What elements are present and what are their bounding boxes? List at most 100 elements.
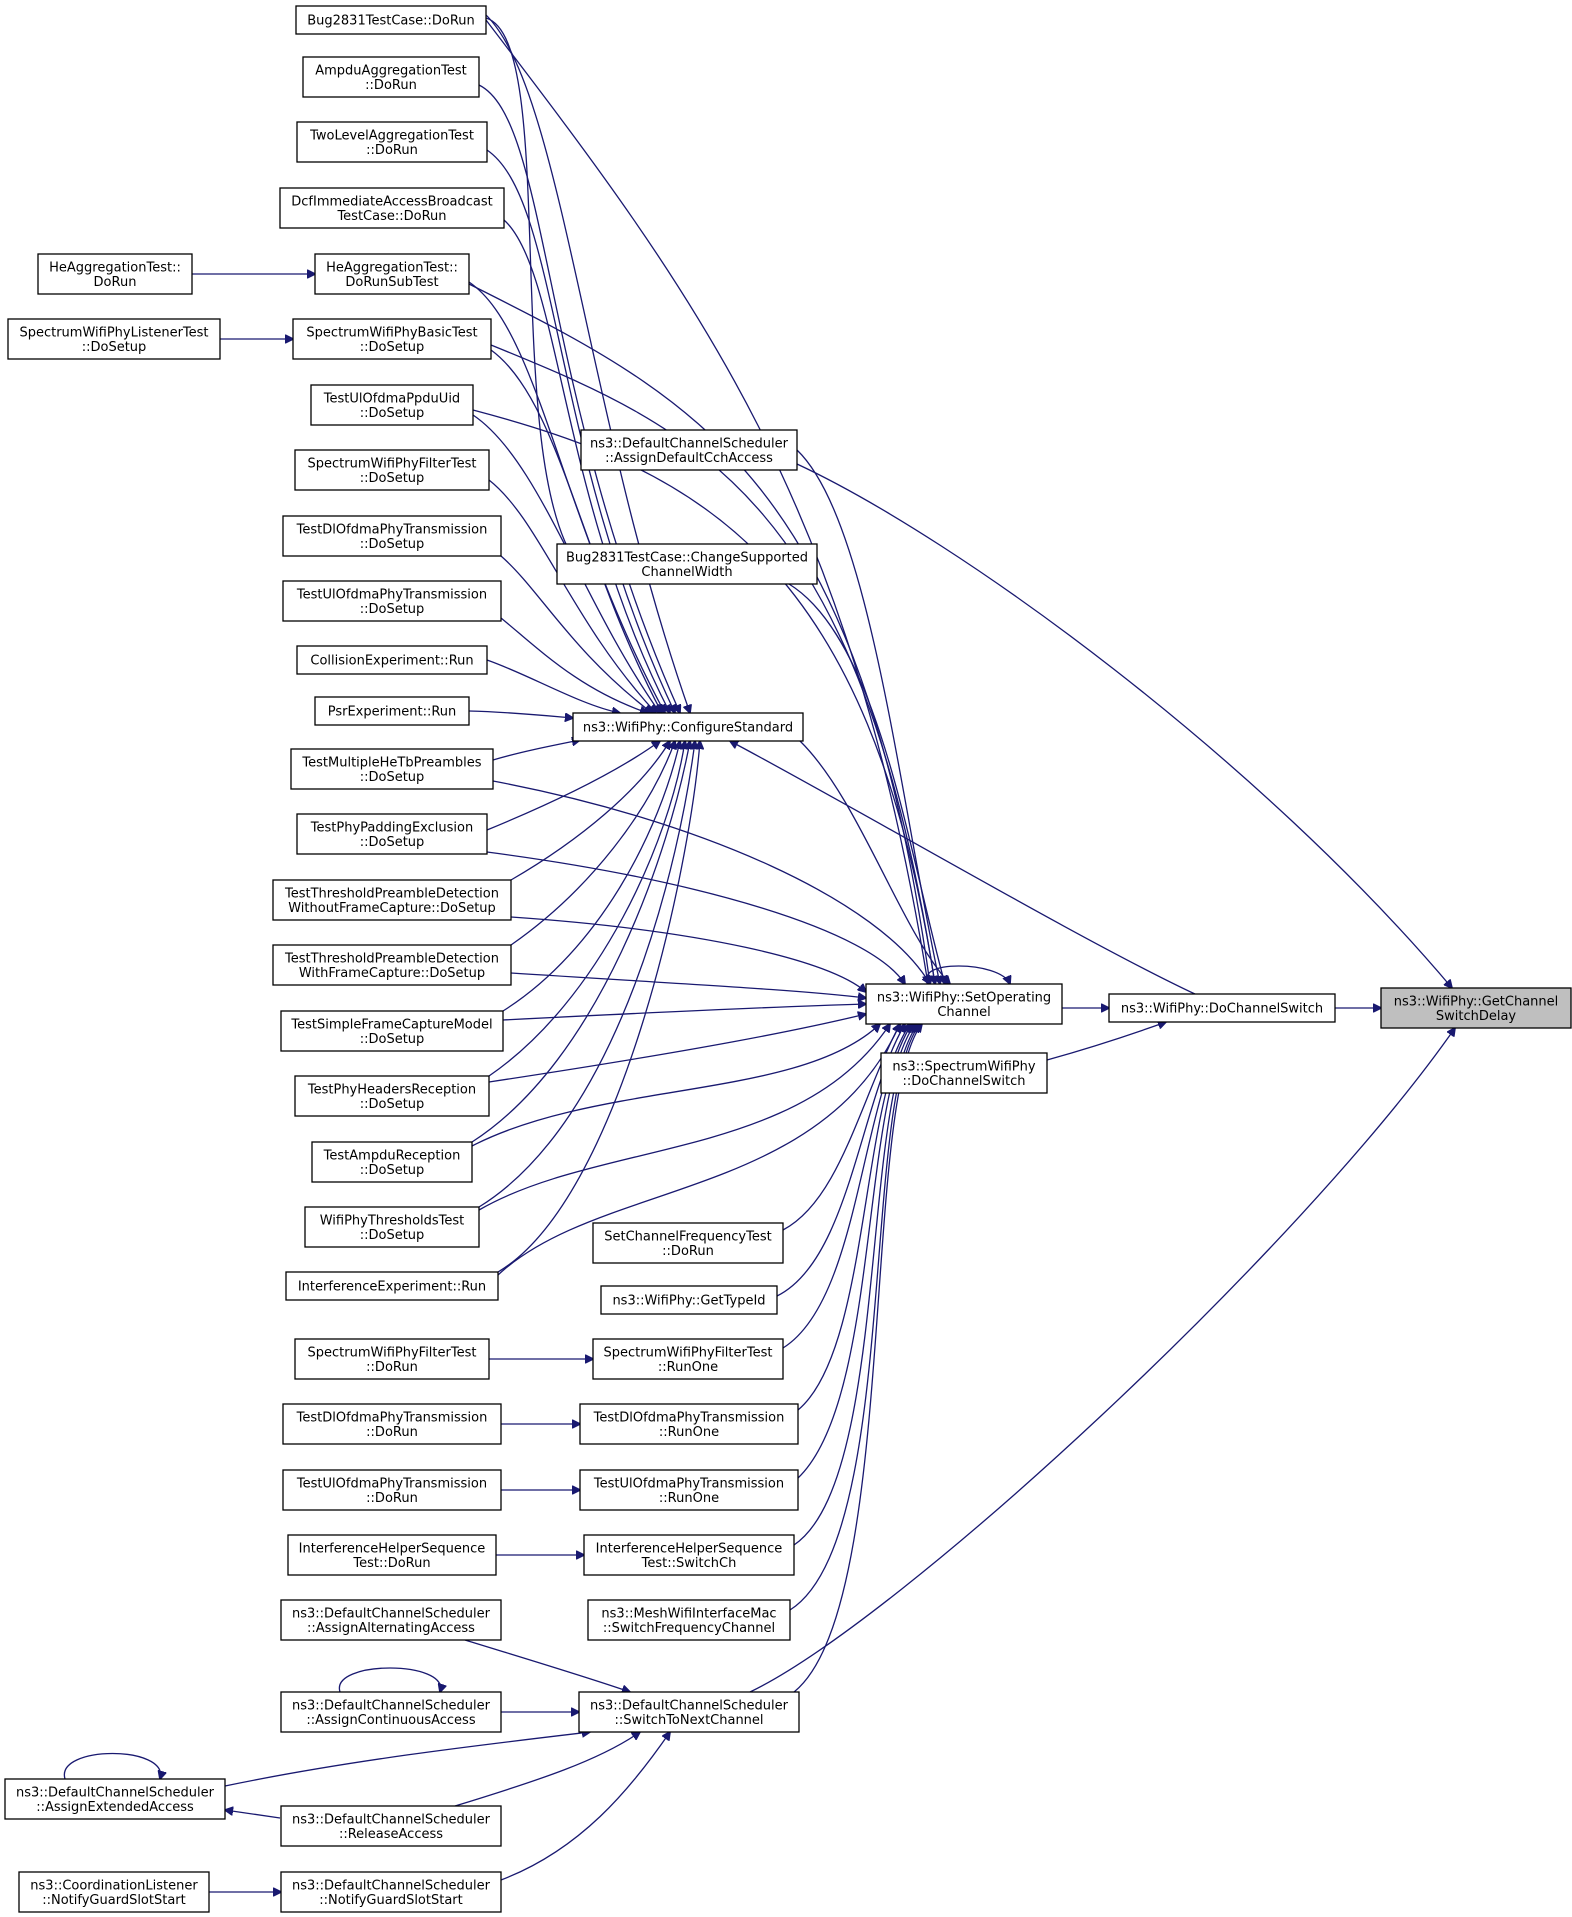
node-twoleveldorun[interactable]: TwoLevelAggregationTest::DoRun — [296, 121, 488, 163]
edge-dltransdosetup-to-configurestandard — [500, 555, 652, 713]
node-gettypeid[interactable]: ns3::WifiPhy::GetTypeId — [600, 1285, 778, 1315]
node-filterdosetup[interactable]: SpectrumWifiPhyFilterTest::DoSetup — [294, 449, 490, 491]
node-switchtonextchannel[interactable]: ns3::DefaultChannelScheduler::SwitchToNe… — [578, 1691, 800, 1733]
node-label: HeAggregationTest:: — [326, 260, 458, 275]
node-label: ::DoSetup — [82, 340, 147, 355]
node-label: ::AssignAlternatingAccess — [307, 1621, 475, 1636]
node-label: HeAggregationTest:: — [49, 260, 181, 275]
node-box — [280, 1010, 504, 1052]
node-box — [294, 449, 490, 491]
node-assigncontinuous[interactable]: ns3::DefaultChannelScheduler::AssignCont… — [280, 1691, 502, 1733]
node-psrrun[interactable]: PsrExperiment::Run — [314, 696, 470, 726]
node-dltransrunone[interactable]: TestDlOfdmaPhyTransmission::RunOne — [579, 1403, 799, 1445]
node-dochannelswitch[interactable]: ns3::WifiPhy::DoChannelSwitch — [1108, 993, 1336, 1023]
node-spectrumdochannelswitch[interactable]: ns3::SpectrumWifiPhy::DoChannelSwitch — [880, 1052, 1048, 1094]
node-label: ::SwitchFrequencyChannel — [603, 1621, 775, 1636]
node-label: ::DoSetup — [360, 537, 425, 552]
edge-configurestandard-to-setoperatingchannel — [799, 740, 950, 984]
node-multiplehetbdosetup[interactable]: TestMultipleHeTbPreambles::DoSetup — [290, 748, 494, 790]
node-filterrunone[interactable]: SpectrumWifiPhyFilterTest::RunOne — [592, 1338, 784, 1380]
node-label: ns3::MeshWifiInterfaceMac — [601, 1606, 776, 1621]
node-label: ::DoSetup — [360, 406, 425, 421]
node-box — [579, 1403, 799, 1445]
node-label: InterferenceHelperSequence — [299, 1541, 486, 1556]
node-label: ::AssignExtendedAccess — [36, 1800, 194, 1815]
node-ultransdorun[interactable]: TestUlOfdmaPhyTransmission::DoRun — [282, 1469, 502, 1511]
node-label: ::RunOne — [658, 1360, 718, 1375]
edge-simplecapturedosetup-to-setoperatingchannel — [502, 1004, 866, 1021]
node-filterdorun[interactable]: SpectrumWifiPhyFilterTest::DoRun — [294, 1338, 490, 1380]
node-label: ::NotifyGuardSlotStart — [42, 1893, 186, 1908]
node-label: ::DoRun — [366, 1491, 418, 1506]
node-thresholdstestdosetup[interactable]: WifiPhyThresholdsTest::DoSetup — [304, 1206, 480, 1248]
node-box — [556, 543, 818, 585]
node-label: TestUlOfdmaPhyTransmission — [296, 1476, 487, 1491]
node-dcfdorun[interactable]: DcfImmediateAccessBroadcastTestCase::DoR… — [279, 187, 505, 229]
node-ultransrunone[interactable]: TestUlOfdmaPhyTransmission::RunOne — [579, 1469, 799, 1511]
edge-bug2831dorun-to-setoperatingchannel — [485, 19, 928, 984]
node-assigndefaultcchaccess[interactable]: ns3::DefaultChannelScheduler::AssignDefa… — [580, 429, 798, 471]
node-paddingdosetup[interactable]: TestPhyPaddingExclusion::DoSetup — [296, 813, 488, 855]
node-collisionrun[interactable]: CollisionExperiment::Run — [296, 645, 488, 675]
edges-layer — [64, 5, 1455, 1892]
edge-spectrumbasicdosetup-to-setoperatingchannel — [490, 344, 935, 984]
node-releaseaccess[interactable]: ns3::DefaultChannelScheduler::ReleaseAcc… — [280, 1805, 502, 1847]
edge-multiplehetbdosetup-to-setoperatingchannel — [492, 780, 930, 984]
node-box — [600, 1285, 778, 1315]
node-bug2831dorun[interactable]: Bug2831TestCase::DoRun — [295, 5, 487, 35]
node-box — [7, 318, 221, 360]
edge-assigndefaultcchaccess-to-setoperatingchannel — [796, 449, 940, 984]
node-ampdudorun[interactable]: AmpduAggregationTest::DoRun — [302, 56, 480, 98]
node-headersdosetup[interactable]: TestPhyHeadersReception::DoSetup — [294, 1075, 490, 1117]
node-box — [37, 253, 193, 295]
node-box — [579, 1469, 799, 1511]
node-label: ns3::WifiPhy::GetChannel — [1394, 994, 1559, 1009]
node-box — [280, 1805, 502, 1847]
node-dltransdorun[interactable]: TestDlOfdmaPhyTransmission::DoRun — [282, 1403, 502, 1445]
node-label: ::DoChannelSwitch — [902, 1074, 1025, 1089]
node-label: ns3::WifiPhy::ConfigureStandard — [583, 721, 793, 736]
node-dltransdosetup[interactable]: TestDlOfdmaPhyTransmission::DoSetup — [282, 515, 502, 557]
node-box — [294, 1338, 490, 1380]
node-label: ns3::WifiPhy::SetOperating — [877, 990, 1051, 1005]
edge-ampdudorun-to-configurestandard — [478, 84, 680, 713]
node-ulppduuiddosetup[interactable]: TestUlOfdmaPpduUid::DoSetup — [310, 384, 474, 426]
node-thresholdwithdosetup[interactable]: TestThresholdPreambleDetectionWithFrameC… — [272, 944, 512, 986]
node-label: SpectrumWifiPhyBasicTest — [306, 325, 477, 340]
node-thresholdwithoutdosetup[interactable]: TestThresholdPreambleDetectionWithoutFra… — [272, 879, 512, 921]
node-setchannelfreqdorun[interactable]: SetChannelFrequencyTest::DoRun — [592, 1222, 784, 1264]
node-listenernotifyguard[interactable]: ns3::CoordinationListener::NotifyGuardSl… — [18, 1871, 210, 1913]
node-ampdureceptiondosetup[interactable]: TestAmpduReception::DoSetup — [311, 1141, 473, 1183]
node-simplecapturedosetup[interactable]: TestSimpleFrameCaptureModel::DoSetup — [280, 1010, 504, 1052]
node-box — [295, 5, 487, 35]
node-configurestandard[interactable]: ns3::WifiPhy::ConfigureStandard — [572, 712, 804, 742]
node-label: SpectrumWifiPhyFilterTest — [308, 456, 477, 471]
node-label: SpectrumWifiPhyFilterTest — [604, 1345, 773, 1360]
node-label: ::AssignContinuousAccess — [306, 1713, 475, 1728]
edge-thresholdwithdosetup-to-configurestandard — [510, 741, 675, 946]
node-changesupportedchannelwidth[interactable]: Bug2831TestCase::ChangeSupportedChannelW… — [556, 543, 818, 585]
node-label: TestDlOfdmaPhyTransmission — [593, 1410, 785, 1425]
node-hedorun[interactable]: HeAggregationTest::DoRun — [37, 253, 193, 295]
edge-paddingdosetup-to-configurestandard — [486, 741, 660, 831]
node-hedorunsubtest[interactable]: HeAggregationTest::DoRunSubTest — [314, 253, 470, 295]
node-assignextended[interactable]: ns3::DefaultChannelScheduler::AssignExte… — [4, 1778, 226, 1820]
node-meshswitchfreq[interactable]: ns3::MeshWifiInterfaceMac::SwitchFrequen… — [587, 1599, 791, 1641]
edge-ulppduuiddosetup-to-configurestandard — [472, 414, 660, 713]
node-schedulernotifyguard[interactable]: ns3::DefaultChannelScheduler::NotifyGuar… — [280, 1871, 502, 1913]
node-ultransdosetup[interactable]: TestUlOfdmaPhyTransmission::DoSetup — [282, 580, 502, 622]
edge-interferencerun-to-setoperatingchannel — [497, 1024, 900, 1276]
edge-paddingdosetup-to-setoperatingchannel — [486, 851, 905, 984]
node-label: TestAmpduReception — [323, 1148, 461, 1163]
node-assignalternating[interactable]: ns3::DefaultChannelScheduler::AssignAlte… — [280, 1599, 502, 1641]
node-spectrumlistenerdosetup[interactable]: SpectrumWifiPhyListenerTest::DoSetup — [7, 318, 221, 360]
node-interferencerun[interactable]: InterferenceExperiment::Run — [285, 1271, 499, 1301]
node-label: ns3::WifiPhy::DoChannelSwitch — [1121, 1002, 1323, 1017]
node-label: ns3::DefaultChannelScheduler — [16, 1785, 215, 1800]
node-label: TestThresholdPreambleDetection — [284, 886, 499, 901]
node-spectrumbasicdosetup[interactable]: SpectrumWifiPhyBasicTest::DoSetup — [292, 318, 492, 360]
